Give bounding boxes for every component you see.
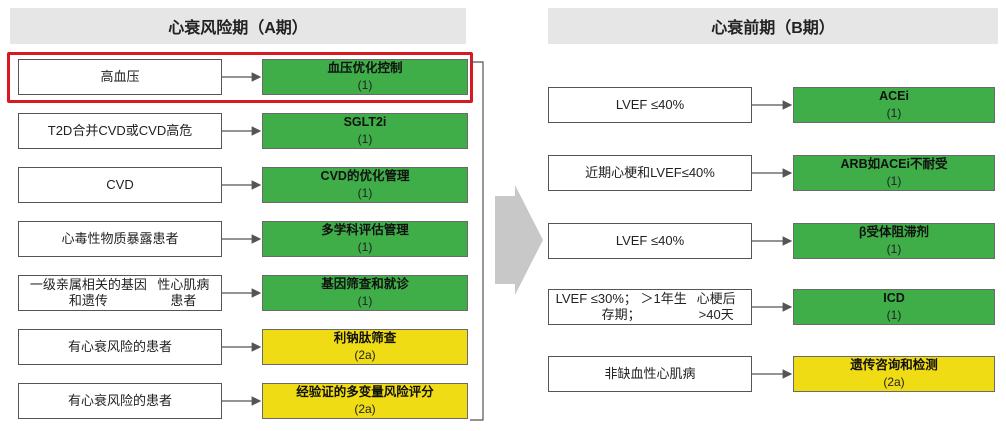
recommendation-class: (1)	[886, 308, 902, 323]
stage_a-treatment-box: 多学科评估管理 (1)	[262, 221, 468, 257]
stage_b-treatment-box: ACEi (1)	[793, 87, 995, 123]
stage_b-treatment-box: ICD (1)	[793, 289, 995, 325]
stage_a-condition-box: 高血压	[18, 59, 222, 95]
recommendation-class: (1)	[357, 294, 373, 309]
condition-label: LVEF ≤40%	[615, 96, 685, 112]
highlight-frame	[7, 52, 473, 103]
recommendation-class: (2a)	[883, 375, 905, 390]
stage_b-treatment-box: β受体阻滞剂 (1)	[793, 223, 995, 259]
recommendation-class: (2a)	[354, 348, 376, 363]
recommendation-class: (1)	[357, 186, 373, 201]
recommendation-class: (1)	[357, 240, 373, 255]
condition-label: 有心衰风险的患者	[67, 338, 172, 354]
treatment-label: SGLT2i	[343, 115, 387, 130]
treatment-label: ACEi	[879, 89, 909, 104]
treatment-label: ARB如ACEi不耐受	[840, 157, 948, 172]
stage_a-treatment-box: SGLT2i (1)	[262, 113, 468, 149]
condition-line: 一级亲属相关的基因和遗传	[29, 276, 147, 308]
treatment-label: 基因筛查和就诊	[321, 277, 409, 292]
stage_b-treatment-box: 遗传咨询和检测 (2a)	[793, 356, 995, 392]
condition-label: 有心衰风险的患者	[67, 392, 172, 408]
condition-line: 心梗后>40天	[696, 290, 736, 322]
treatment-label: 遗传咨询和检测	[850, 358, 938, 373]
recommendation-class: (1)	[886, 106, 902, 121]
condition-label: 非缺血性心肌病	[604, 365, 696, 381]
recommendation-class: (1)	[357, 132, 373, 147]
condition-label: 高血压	[100, 68, 140, 84]
condition-label: 心毒性物质暴露患者	[61, 230, 179, 246]
condition-label: 近期心梗和LVEF≤40%	[585, 164, 715, 180]
stage_b-treatment-box: ARB如ACEi不耐受 (1)	[793, 155, 995, 191]
stage-b-title: 心衰前期（B期）	[711, 20, 835, 37]
stage_b-condition-box: 近期心梗和LVEF≤40%	[548, 155, 752, 191]
stage-transition-arrow	[495, 185, 543, 295]
stage_a-condition-box: 心毒性物质暴露患者	[18, 221, 222, 257]
stage_b-condition-box: LVEF ≤40%	[548, 223, 752, 259]
condition-line: LVEF ≤30%； ＞1年生存期；	[555, 290, 687, 322]
condition-label: LVEF ≤40%	[615, 232, 685, 248]
recommendation-class: (1)	[357, 78, 373, 93]
condition-line: 性心肌病患者	[157, 276, 210, 308]
stage_a-treatment-box: 血压优化控制 (1)	[262, 59, 468, 95]
treatment-label: 血压优化控制	[327, 61, 403, 76]
stage_a-condition-box: T2D合并CVD或CVD高危	[18, 113, 222, 149]
treatment-label: 经验证的多变量风险评分	[296, 385, 434, 400]
stage-a-title: 心衰风险期（A期）	[168, 20, 308, 37]
recommendation-class: (2a)	[354, 402, 376, 417]
treatment-label: ICD	[883, 291, 905, 306]
treatment-label: CVD的优化管理	[320, 169, 410, 184]
recommendation-class: (1)	[886, 174, 902, 189]
stage_b-condition-box: 非缺血性心肌病	[548, 356, 752, 392]
stage_a-treatment-box: 利钠肽筛查 (2a)	[262, 329, 468, 365]
recommendation-class: (1)	[886, 242, 902, 257]
stage_a-treatment-box: 基因筛查和就诊 (1)	[262, 275, 468, 311]
treatment-label: 多学科评估管理	[321, 223, 409, 238]
stage_a-treatment-box: CVD的优化管理 (1)	[262, 167, 468, 203]
stage-a-bracket	[470, 61, 484, 421]
stage_a-treatment-box: 经验证的多变量风险评分 (2a)	[262, 383, 468, 419]
stage_a-condition-box: 一级亲属相关的基因和遗传性心肌病患者	[18, 275, 222, 311]
stage_a-condition-box: 有心衰风险的患者	[18, 383, 222, 419]
condition-label: CVD	[106, 176, 134, 192]
stage_a-condition-box: CVD	[18, 167, 222, 203]
stage-b-header: 心衰前期（B期）	[548, 8, 998, 44]
treatment-label: 利钠肽筛查	[333, 331, 397, 346]
stage_b-condition-box: LVEF ≤40%	[548, 87, 752, 123]
condition-label: T2D合并CVD或CVD高危	[47, 122, 193, 138]
stage_a-condition-box: 有心衰风险的患者	[18, 329, 222, 365]
stage-a-header: 心衰风险期（A期）	[10, 8, 466, 44]
treatment-label: β受体阻滞剂	[858, 225, 930, 240]
stage_b-condition-box: LVEF ≤30%； ＞1年生存期； 心梗后>40天	[548, 289, 752, 325]
